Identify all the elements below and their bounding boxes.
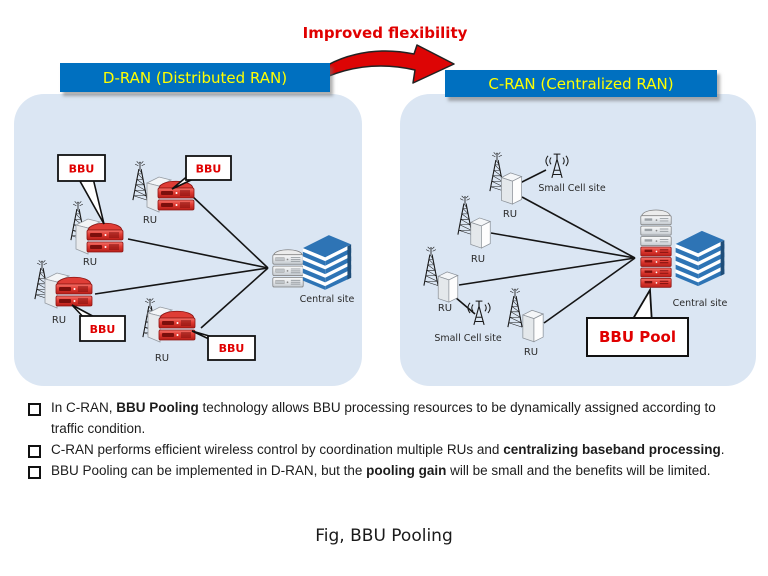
bbu-server-icon	[44, 272, 93, 309]
ru-label: RU	[524, 347, 538, 358]
ru-label: RU	[438, 303, 452, 314]
central-site-label: Central site	[673, 298, 728, 309]
bullet-item: BBU Pooling can be implemented in D-RAN,…	[26, 461, 746, 482]
link-line	[127, 238, 269, 269]
bbu-label: BBU	[219, 342, 245, 355]
bbu-pool-label: BBU Pool	[599, 328, 676, 346]
link-line	[521, 196, 636, 259]
link-line	[517, 169, 547, 185]
slide-title: Improved flexibility	[302, 24, 468, 42]
bullet-text-segment: will be small and the benefits will be l…	[446, 462, 711, 478]
ru-cabinet-icon	[522, 309, 544, 343]
cell-tower-icon	[422, 245, 440, 287]
cran-diagram: RU Small Cell site RU RU Small Cell site…	[422, 151, 728, 358]
bbu-label: BBU	[196, 163, 222, 176]
cran-header-label: C-RAN (Centralized RAN)	[488, 74, 674, 93]
bbu-callout: BBU	[71, 304, 126, 342]
bullet-text-segment: In C-RAN,	[51, 400, 117, 415]
bullet-square-icon	[28, 465, 41, 479]
bullet-text-segment: .	[720, 441, 725, 457]
bullet-item: In C-RAN, BBU Pooling technology allows …	[26, 398, 746, 440]
ru-cabinet-icon	[437, 271, 459, 303]
link-line	[190, 194, 269, 269]
bullet-text-bold: BBU Pooling	[116, 400, 199, 415]
bullet-text-bold: pooling gain	[366, 462, 447, 478]
bullet-square-icon	[28, 403, 41, 416]
central-site-label: Central site	[300, 294, 355, 305]
ru-label: RU	[52, 315, 66, 326]
bullet-text: In C-RAN, BBU Pooling technology allows …	[51, 398, 746, 440]
improved-flexibility-arrow-icon	[305, 44, 455, 86]
dran-links	[94, 194, 269, 329]
bbu-label: BBU	[69, 163, 95, 176]
ru-label: RU	[155, 353, 169, 364]
bbu-pool-callout: BBU Pool	[586, 286, 689, 357]
cell-tower-icon	[506, 287, 524, 329]
bbu-callout: BBU	[171, 155, 232, 190]
cran-links	[454, 169, 636, 324]
cell-tower-icon	[457, 194, 473, 236]
bbu-label: BBU	[90, 323, 116, 336]
bullet-square-icon	[28, 444, 41, 458]
ru-cabinet-icon	[501, 172, 522, 205]
bbu-pool-stack-icon	[639, 208, 673, 289]
dran-header-label: D-RAN (Distributed RAN)	[102, 68, 288, 87]
bullet-text: C-RAN performs efficient wireless contro…	[51, 440, 725, 461]
ru-label: RU	[503, 209, 517, 220]
bbu-callout: BBU	[57, 154, 106, 225]
dran-diagram: RU RU RU RU Central site BBU BBU	[33, 154, 355, 364]
figure-caption: Fig, BBU Pooling	[315, 526, 453, 546]
bbu-callout: BBU	[191, 330, 256, 361]
bullet-text-bold: centralizing baseband processing	[503, 441, 721, 457]
ru-cabinet-icon	[470, 217, 491, 249]
link-line	[454, 296, 476, 315]
cell-tower-icon	[132, 160, 148, 201]
small-cell-antenna-icon	[467, 300, 491, 326]
bullet-text-segment: technology allows BBU processing resourc…	[51, 400, 716, 436]
link-line	[200, 267, 269, 329]
link-line	[94, 267, 269, 295]
ru-label: RU	[83, 257, 97, 268]
link-line	[543, 257, 636, 324]
link-line	[490, 232, 636, 259]
dran-header: D-RAN (Distributed RAN)	[60, 63, 330, 92]
building-icon	[302, 235, 352, 290]
bbu-server-icon	[75, 218, 124, 255]
small-cell-antenna-icon	[545, 153, 569, 179]
ru-label: RU	[471, 254, 485, 265]
bullet-list: In C-RAN, BBU Pooling technology allows …	[26, 398, 746, 482]
small-cell-label: Small Cell site	[434, 333, 501, 344]
bullet-text: BBU Pooling can be implemented in D-RAN,…	[51, 461, 711, 482]
ru-label: RU	[143, 215, 157, 226]
bullet-text-segment: C-RAN performs efficient wireless contro…	[51, 441, 504, 457]
bbu-server-icon	[147, 306, 196, 343]
link-line	[458, 257, 636, 286]
cran-header: C-RAN (Centralized RAN)	[445, 70, 717, 97]
bullet-text-segment: BBU Pooling can be implemented in D-RAN,…	[51, 462, 367, 478]
small-cell-label: Small Cell site	[538, 183, 605, 194]
bullet-item: C-RAN performs efficient wireless contro…	[26, 440, 746, 461]
building-icon	[675, 230, 725, 287]
central-server-icon	[272, 249, 304, 288]
